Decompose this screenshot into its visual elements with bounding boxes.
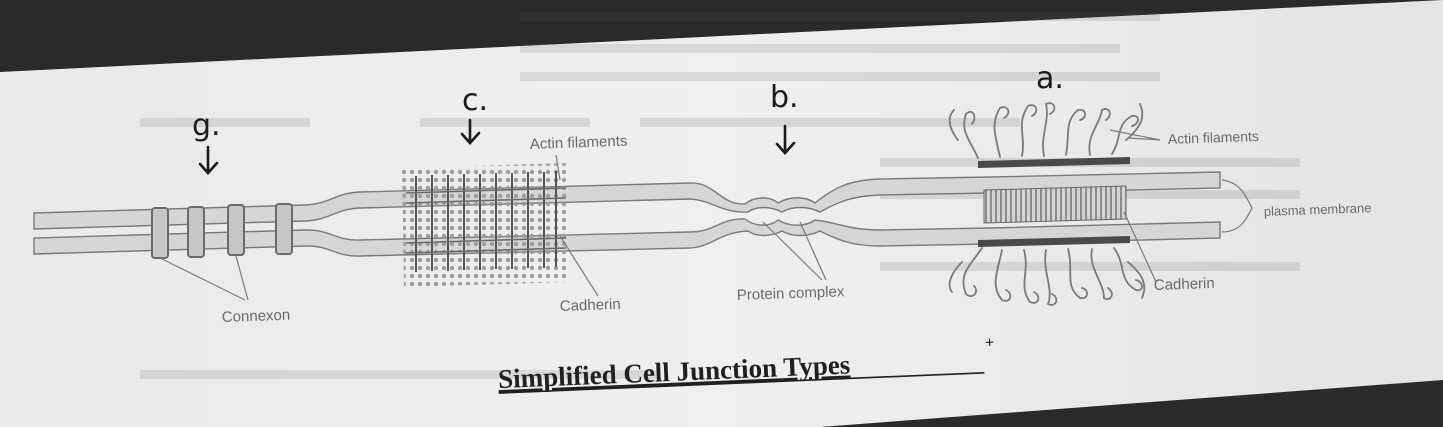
- plasma-membranes: [33, 171, 1221, 257]
- desmosome: [402, 163, 570, 287]
- protein-complex-pointers: [762, 221, 827, 281]
- handwritten-label-g: g.: [192, 108, 221, 143]
- connexon-pointers: [159, 255, 249, 301]
- adherens-junction: [948, 102, 1146, 306]
- connexon-label: Connexon: [222, 307, 291, 326]
- arrow-down-icon: [198, 145, 219, 175]
- cadherin-adherens-label: Cadherin: [1154, 275, 1215, 294]
- actin-filaments-desmosome-label: Actin filaments: [530, 133, 628, 153]
- handwritten-label-b: b.: [770, 80, 799, 115]
- desmosome-pointers: [555, 154, 599, 297]
- plasma-membrane-label: plasma membrane: [1264, 200, 1372, 219]
- handwritten-label-c: c.: [462, 83, 488, 118]
- gap-junction: [151, 203, 293, 259]
- figure-title-mark: +: [985, 334, 995, 351]
- actin-filaments-adherens-label: Actin filaments: [1168, 128, 1260, 147]
- arrow-down-icon: [775, 124, 796, 155]
- handwritten-label-a: a.: [1036, 61, 1064, 96]
- lower-membrane: [33, 218, 1221, 257]
- protein-complex-label: Protein complex: [737, 283, 846, 304]
- adherens-pointers: [1109, 129, 1253, 283]
- arrow-down-icon: [460, 118, 481, 145]
- cadherin-desmosome-label: Cadherin: [560, 296, 621, 315]
- upper-membrane: [33, 171, 1221, 230]
